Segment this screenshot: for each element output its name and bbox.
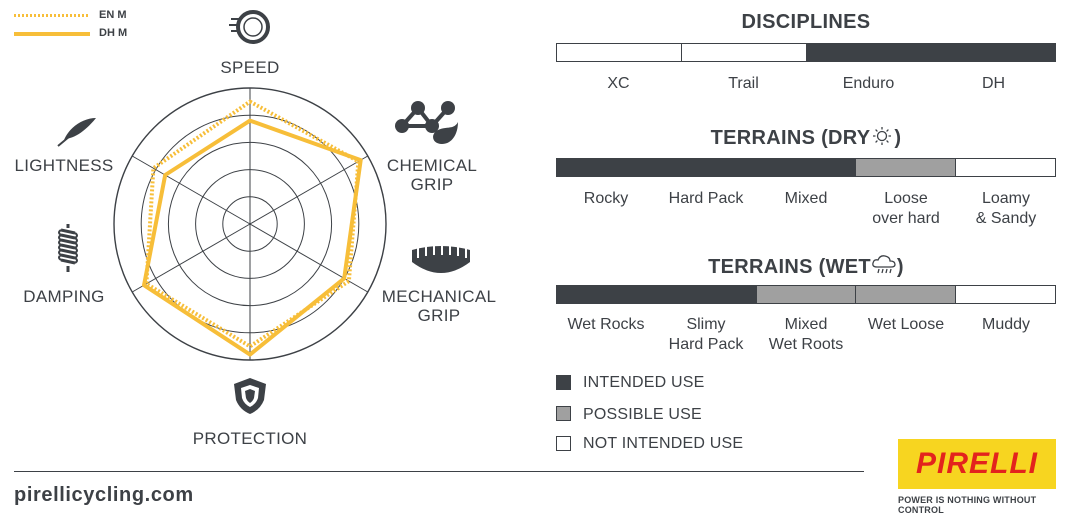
spring-icon [58, 224, 78, 272]
radar-spoke [249, 155, 369, 225]
terrain-wet-label: Wet Rocks [567, 316, 645, 333]
axis-label-mechanical-grip: MECHANICAL GRIP [381, 287, 497, 325]
terrain-wet-segment [956, 286, 1055, 303]
terrain-wet-label: Wet Loose [867, 316, 945, 333]
footer-divider [14, 471, 864, 472]
discipline-segment [681, 44, 807, 61]
disciplines-bar [556, 43, 1056, 62]
radar-series-dh-m [142, 118, 363, 357]
terrains-wet-title-text: TERRAINS (WET [708, 256, 871, 278]
pirelli-logo: PIRELLI [898, 439, 1056, 489]
terrains-wet-title-end: ) [896, 256, 904, 278]
terrain-dry-segment [856, 159, 957, 176]
terrain-dry-segment [557, 159, 657, 176]
terrain-dry-label: Loose over hard [872, 190, 940, 227]
pirelli-logo-text: PIRELLI [915, 447, 1038, 480]
terrains-wet-bar [556, 285, 1056, 304]
key-intended-swatch [556, 375, 571, 390]
terrain-dry-segment [656, 159, 757, 176]
terrain-dry-segment [956, 159, 1055, 176]
axis-label-damping: DAMPING [23, 287, 105, 306]
key-possible-label: POSSIBLE USE [583, 406, 702, 423]
discipline-label: XC [607, 75, 630, 92]
terrain-dry-label: Hard Pack [668, 190, 744, 207]
terrain-wet-segment [756, 286, 857, 303]
axis-label-speed: SPEED [220, 58, 280, 77]
terrain-dry-segment [756, 159, 857, 176]
legend-dh-line [14, 32, 90, 36]
terrain-wet-segment [656, 286, 757, 303]
terrain-dry-label: Mixed [784, 190, 828, 207]
terrains-dry-labels: Rocky Hard Pack Mixed Loose over hard Loamy … [556, 189, 1056, 229]
sun-icon [873, 127, 892, 145]
terrains-dry-title-end: ) [894, 127, 902, 149]
terrain-wet-segment [557, 286, 657, 303]
legend-en-label: EN M [99, 9, 127, 21]
site-link[interactable]: pirellicycling.com [14, 484, 194, 506]
axis-label-lightness: LIGHTNESS [14, 156, 114, 175]
discipline-label: DH [981, 75, 1006, 92]
disciplines-title: DISCIPLINES [741, 11, 871, 33]
terrains-dry-title-text: TERRAINS (DRY [710, 127, 871, 149]
discipline-label: Enduro [842, 75, 895, 92]
shield-icon [234, 378, 266, 414]
brand-tagline: POWER IS NOTHING WITHOUT CONTROL [898, 495, 1037, 515]
discipline-segment [806, 44, 932, 61]
key-possible-swatch [556, 406, 571, 421]
rain-cloud-icon [872, 255, 896, 274]
molecule-icon [395, 101, 458, 144]
legend-dh-label: DH M [99, 27, 128, 39]
key-not-label: NOT INTENDED USE [583, 435, 744, 452]
axis-label-chemical-grip: CHEMICAL GRIP [386, 156, 478, 194]
tread-icon [412, 245, 470, 273]
terrain-dry-label: Loamy & Sandy [975, 190, 1037, 227]
terrain-wet-label: Muddy [981, 316, 1031, 333]
axis-label-protection: PROTECTION [192, 429, 308, 448]
feather-icon [57, 118, 96, 147]
radar-chart [113, 87, 387, 361]
discipline-segment [557, 44, 682, 61]
terrain-dry-label: Rocky [583, 190, 629, 207]
legend-en-line [14, 14, 90, 17]
terrains-dry-title: TERRAINS (DRY ) [556, 126, 1056, 150]
terrain-wet-label: Mixed Wet Roots [768, 316, 844, 353]
radar-spoke [131, 223, 251, 293]
key-intended-label: INTENDED USE [583, 374, 705, 391]
terrain-wet-segment [856, 286, 957, 303]
discipline-segment [931, 44, 1055, 61]
disciplines-labels: XC Trail Enduro DH [556, 74, 1056, 94]
terrains-wet-title: TERRAINS (WET ) [556, 254, 1056, 279]
radar-spoke [131, 155, 251, 225]
terrains-dry-bar [556, 158, 1056, 177]
terrain-wet-label: Slimy Hard Pack [668, 316, 744, 353]
discipline-label: Trail [728, 75, 759, 92]
terrains-wet-labels: Wet Rocks Slimy Hard Pack Mixed Wet Roots W… [556, 315, 1056, 355]
key-not-swatch [556, 436, 571, 451]
speed-tire-icon [229, 10, 270, 44]
